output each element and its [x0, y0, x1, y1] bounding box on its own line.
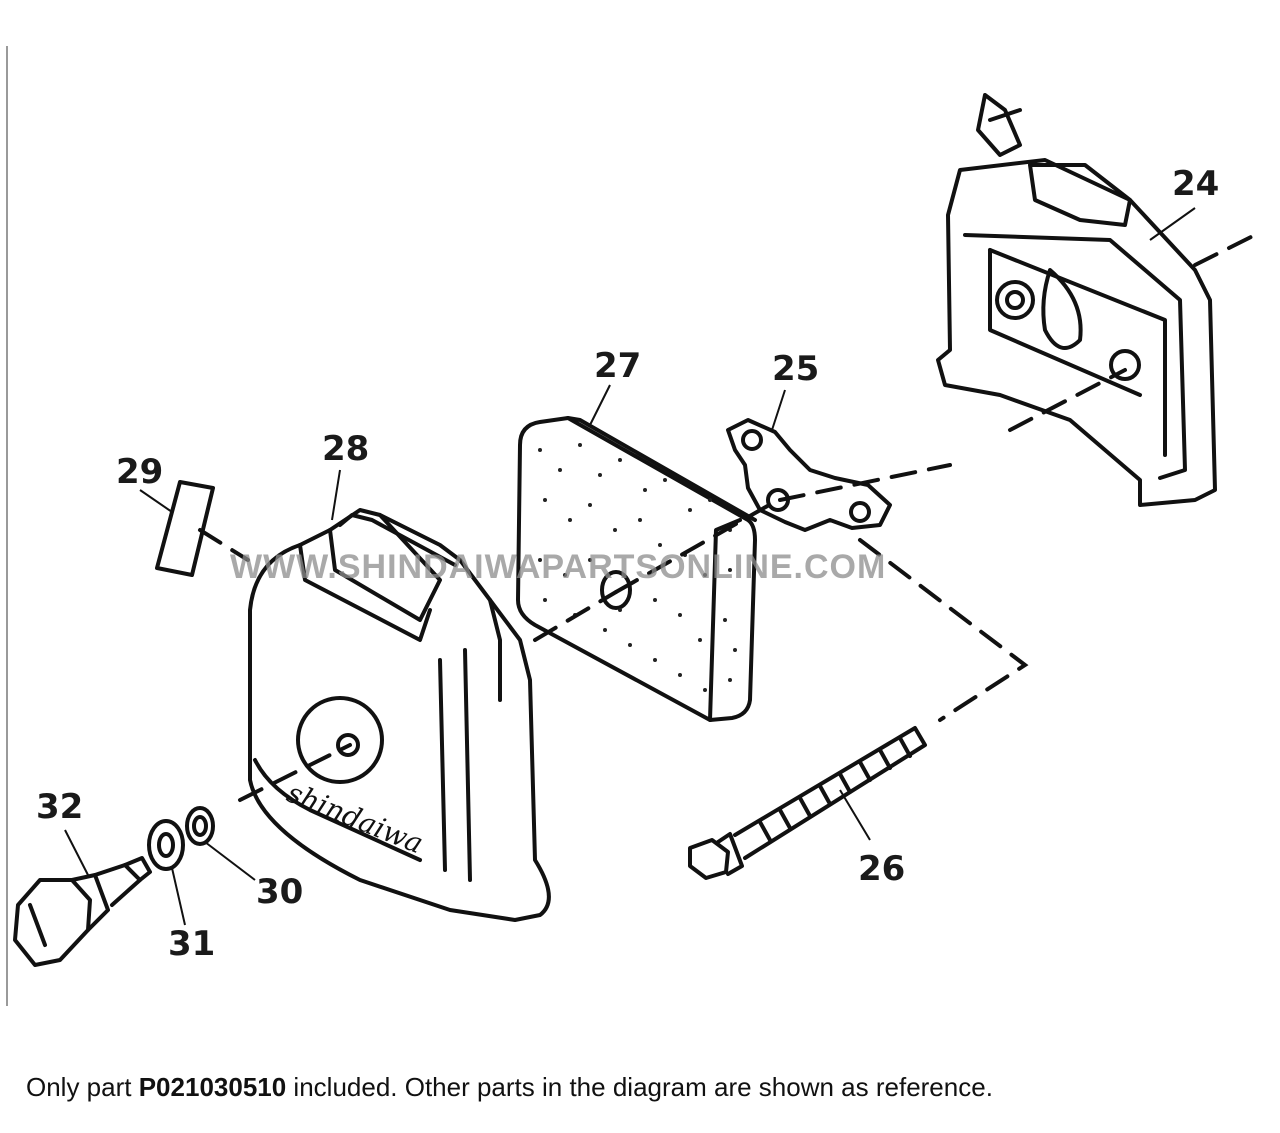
callout-25: 25: [772, 349, 819, 389]
part-28-air-cleaner-cover: [248, 508, 551, 922]
part-30-lock-washer: [185, 806, 215, 846]
callout-29: 29: [116, 452, 163, 492]
left-border-line: [6, 46, 8, 1006]
leader-lines: [64, 207, 1196, 926]
callout-26: 26: [858, 849, 905, 889]
callout-30: 30: [256, 872, 303, 912]
callout-28: 28: [322, 429, 369, 469]
part-27-foam-filter: [516, 416, 757, 722]
watermark-text: WWW.SHINDAIWAPARTSONLINE.COM: [230, 548, 886, 586]
caption-part-number: P021030510: [138, 1072, 287, 1102]
part-32-knob-screw: [13, 856, 152, 967]
caption-suffix: included. Other parts in the diagram are…: [286, 1072, 993, 1102]
part-31-washer: [147, 819, 185, 871]
exploded-parts-diagram: shindaiwa WWW.SHINDAIWAPARTSONLINE.COM 2…: [13, 93, 1257, 967]
part-24-air-cleaner-base: [936, 93, 1217, 507]
callout-24: 24: [1172, 164, 1219, 204]
part-26-bolt: [688, 726, 927, 880]
reference-caption: Only part P021030510 included. Other par…: [26, 1072, 993, 1103]
caption-prefix: Only part: [26, 1072, 139, 1102]
assembly-axis-lines: [198, 233, 1257, 802]
part-29-label: [155, 480, 215, 577]
callout-32: 32: [36, 787, 83, 827]
callout-31: 31: [168, 924, 215, 964]
callout-27: 27: [594, 346, 641, 386]
foam-texture: [538, 443, 737, 692]
